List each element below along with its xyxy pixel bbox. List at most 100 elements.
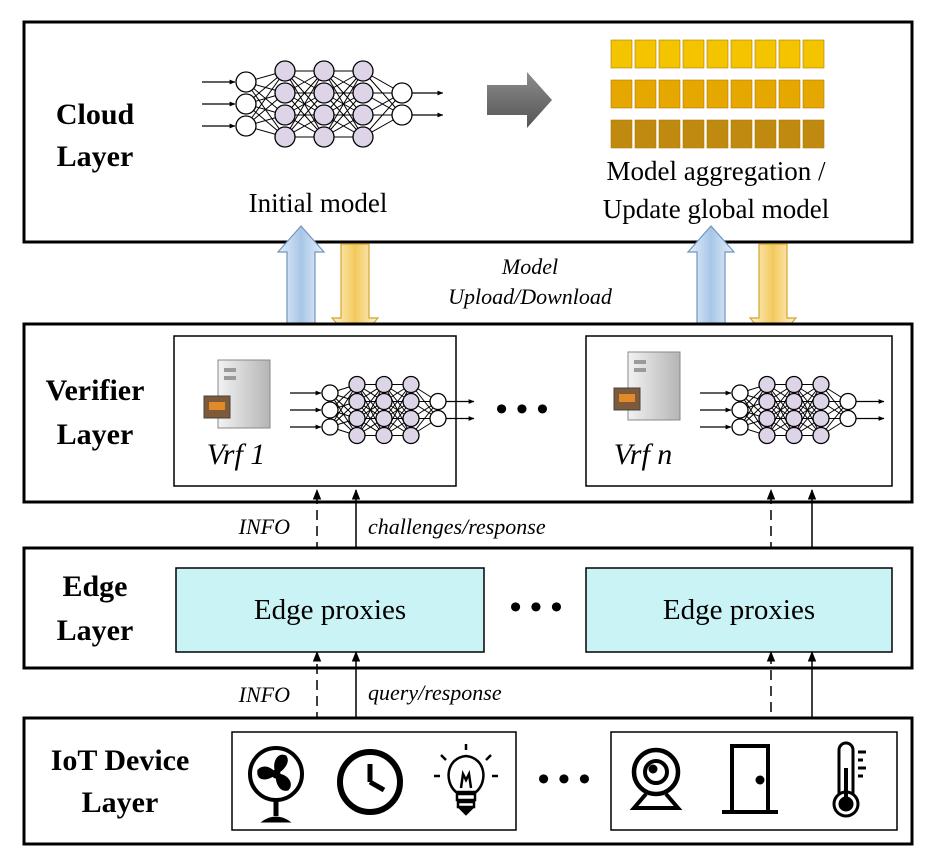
verifier-label-n: Vrf n (614, 438, 673, 471)
aggregation-cell (706, 79, 729, 109)
network-node (812, 392, 830, 411)
verifier-label-1: Vrf 1 (207, 438, 266, 471)
network-edge (323, 70, 364, 138)
transfer-label-line1: Model (501, 254, 558, 279)
cloud-layer-label-line2: Layer (57, 140, 134, 173)
network-node (321, 384, 339, 402)
network-node (274, 82, 296, 104)
network-node (352, 82, 374, 104)
aggregation-cell (682, 79, 705, 109)
network-edge (383, 384, 412, 436)
network-node (731, 384, 749, 402)
network-node (731, 418, 749, 436)
network-node (402, 392, 420, 411)
network-node (429, 392, 447, 411)
aggregation-cell (682, 39, 705, 69)
edge-proxy-label-1: Edge proxies (254, 594, 406, 626)
aggregation-cell (658, 119, 681, 149)
edge-ellipsis: • • • (510, 589, 563, 626)
device-ellipsis: • • • (538, 761, 591, 798)
network-node (348, 375, 366, 394)
aggregation-cell (706, 119, 729, 149)
network-node (352, 104, 374, 126)
aggregation-caption-line1: Model aggregation / (607, 156, 826, 186)
query-response-label: query/response (368, 680, 502, 705)
network-node (235, 71, 257, 93)
transfer-label-line2: Upload/Download (448, 284, 613, 309)
network-node (352, 126, 374, 148)
aggregation-cell (610, 79, 633, 109)
network-node (348, 426, 366, 445)
network-node (429, 409, 447, 428)
aggregation-cell (778, 39, 801, 69)
network-node (375, 392, 393, 411)
network-node (839, 392, 857, 411)
network-node (731, 401, 749, 419)
aggregation-cell (634, 119, 657, 149)
network-node (812, 375, 830, 394)
server-icon (203, 359, 271, 429)
network-node (274, 60, 296, 82)
aggregation-cell (754, 39, 777, 69)
aggregation-cell (610, 119, 633, 149)
aggregation-cell (754, 119, 777, 149)
cloud-layer-label-line1: Cloud (56, 98, 135, 131)
network-edge (766, 384, 795, 436)
info-label-upper: INFO (238, 514, 290, 539)
network-node (313, 82, 335, 104)
network-node (235, 93, 257, 115)
aggregation-cell (730, 119, 753, 149)
edge-layer: Edge Layer Edge proxies • • • Edge proxi… (22, 546, 914, 670)
initial-model-network (202, 60, 444, 148)
network-node (812, 409, 830, 428)
verifier-n-network (700, 375, 885, 445)
network-edge (793, 384, 822, 436)
network-node (274, 126, 296, 148)
network-node (313, 104, 335, 126)
network-node (785, 426, 803, 445)
edge-proxy-label-n: Edge proxies (663, 594, 815, 626)
aggregation-cell (730, 79, 753, 109)
edge-layer-label-line2: Layer (57, 614, 134, 647)
right-arrow-icon (487, 72, 552, 128)
network-node (402, 409, 420, 428)
network-node (758, 426, 776, 445)
upload-arrow-right (686, 225, 736, 327)
upload-arrow-left (276, 225, 326, 327)
aggregation-cell (634, 39, 657, 69)
iot-layer-label-line2: Layer (82, 786, 159, 819)
verifier-layer: Verifier Layer Vrf 1 • • • Vrf n (22, 322, 914, 504)
lightbulb-icon (434, 744, 498, 816)
verifier-ellipsis: • • • (496, 391, 549, 428)
network-node (758, 392, 776, 411)
network-node (352, 60, 374, 82)
fan-icon (248, 746, 304, 823)
aggregation-cell (778, 119, 801, 149)
aggregation-cell (802, 119, 825, 149)
network-node (313, 126, 335, 148)
aggregation-cell (730, 39, 753, 69)
network-edge (356, 384, 385, 436)
network-node (348, 409, 366, 428)
network-node (402, 375, 420, 394)
network-edge (245, 70, 286, 127)
info-label-lower: INFO (238, 682, 290, 707)
network-node (375, 409, 393, 428)
model-aggregation-grid (610, 39, 825, 149)
thermometer-icon (832, 741, 866, 818)
network-node (313, 60, 335, 82)
door-icon (722, 744, 778, 814)
clock-icon (337, 749, 403, 815)
network-node (391, 104, 413, 126)
network-node (402, 426, 420, 445)
iot-layer-label-line1: IoT Device (51, 744, 190, 777)
network-node (758, 375, 776, 394)
aggregation-cell (682, 119, 705, 149)
network-node (321, 401, 339, 419)
network-node (785, 409, 803, 428)
edge-proxy-box-1 (175, 567, 485, 653)
server-icon (613, 351, 681, 421)
verifier-layer-label-line1: Verifier (46, 374, 145, 407)
network-node (375, 375, 393, 394)
aggregation-cell (802, 79, 825, 109)
